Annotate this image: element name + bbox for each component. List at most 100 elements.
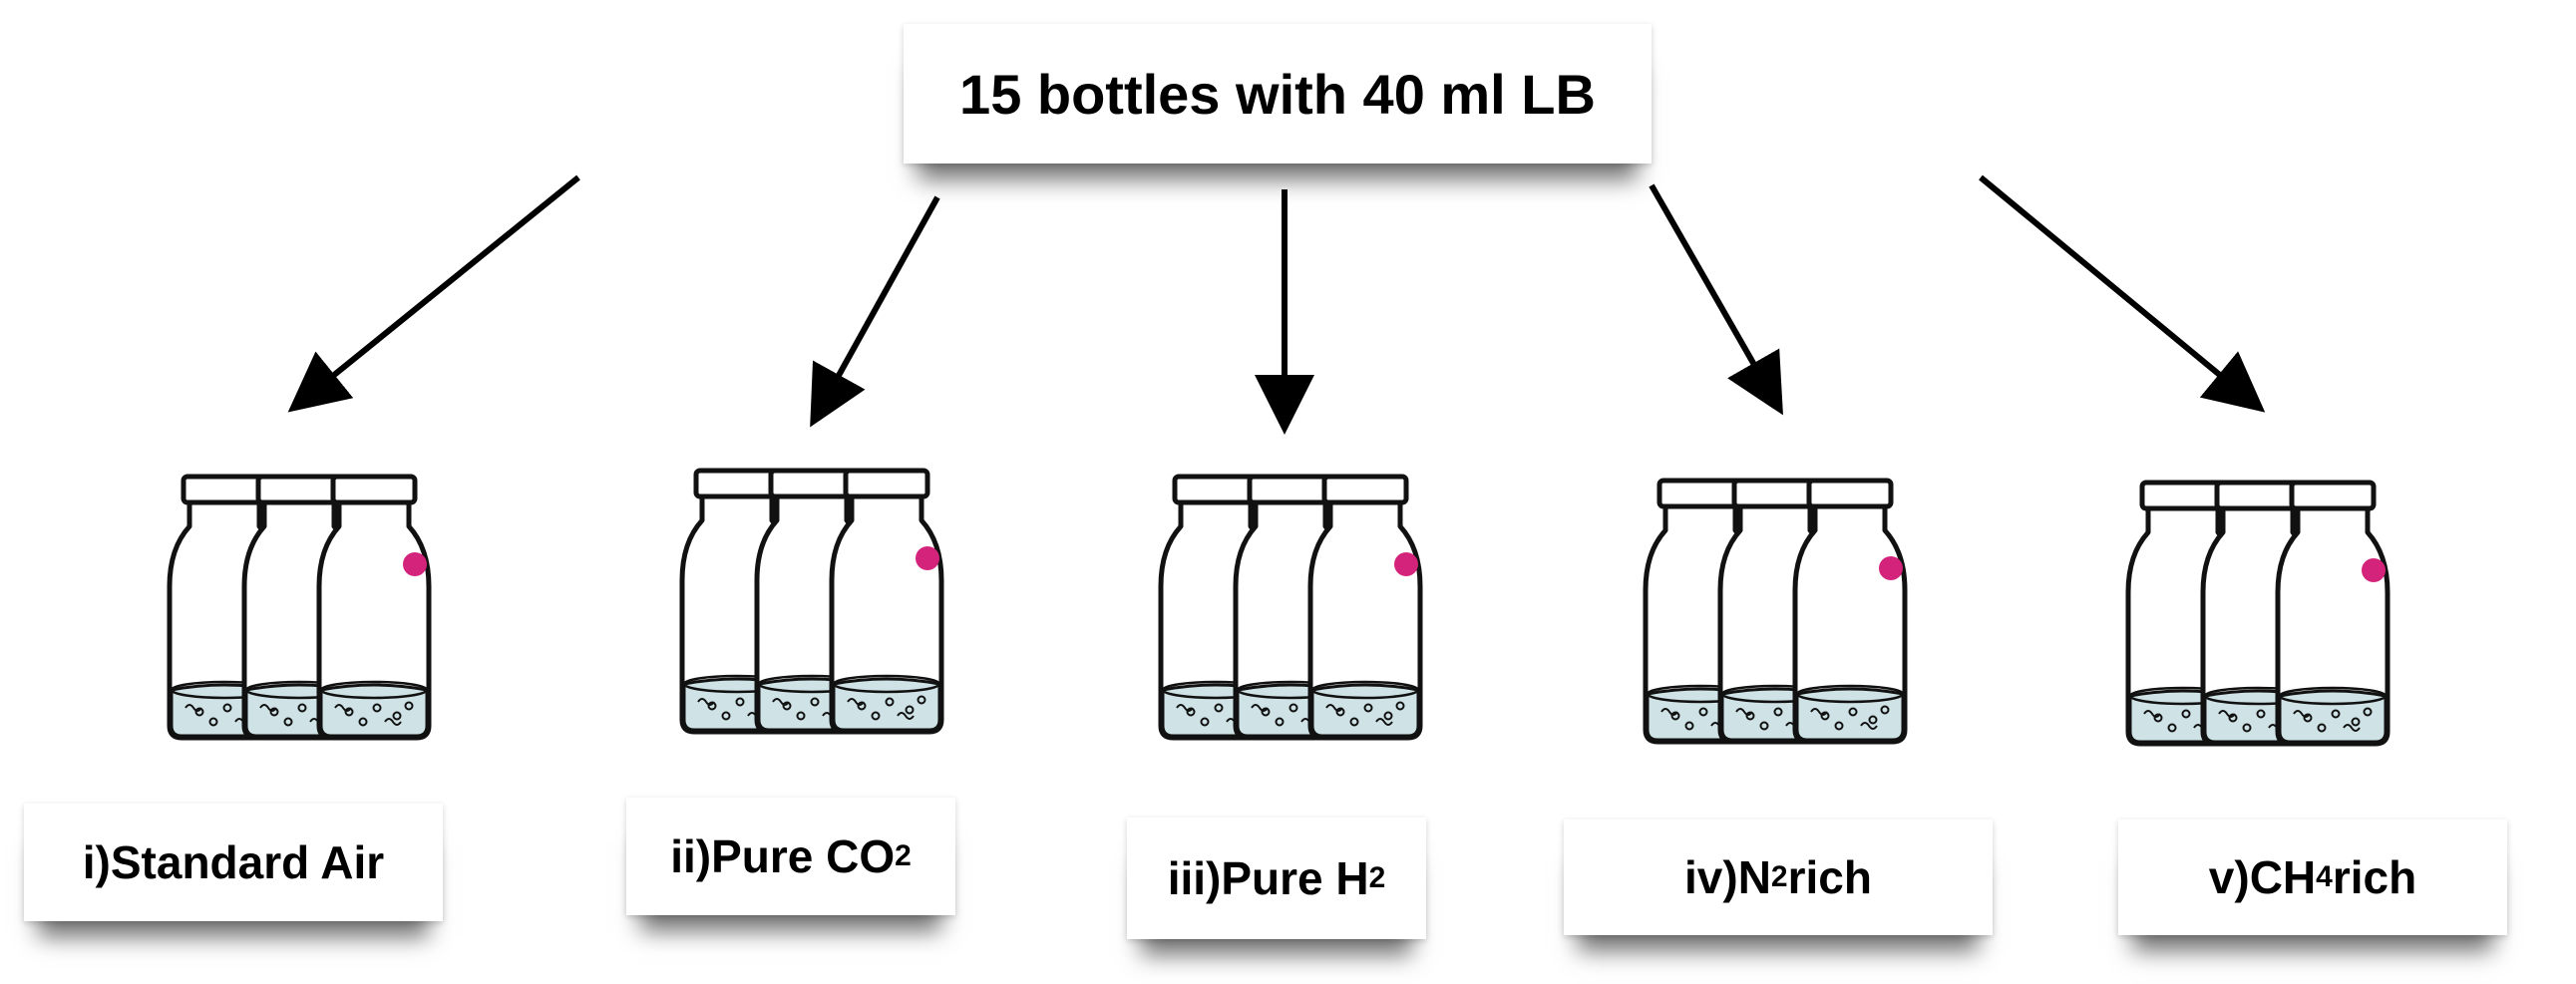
liquid-surface: [319, 680, 429, 700]
bacterium-dot: [721, 711, 731, 721]
bottle-cap: [1247, 474, 1334, 505]
indicator-dot: [1879, 556, 1903, 580]
bottle-cap: [2214, 480, 2302, 511]
bacterium-squiggle: [2343, 724, 2361, 732]
bacterium-dot: [1670, 711, 1680, 721]
liquid-surface: [832, 674, 941, 694]
title-label: 15 bottles with 40 ml LB: [959, 62, 1596, 126]
bacterium-squiggle: [772, 698, 790, 706]
bacterium-squiggle: [1810, 708, 1828, 716]
bottle-body: [829, 493, 944, 735]
bacterium-dot: [1214, 703, 1224, 713]
condition-main: Standard Air: [110, 836, 385, 888]
bacterium-dot: [269, 707, 279, 717]
bacterium-dot: [1288, 703, 1298, 713]
bacterium-dot: [1200, 717, 1210, 727]
bacterium-dot: [1820, 711, 1830, 721]
liquid-surface: [1310, 680, 1420, 700]
arrows: [287, 174, 2266, 435]
bacterium-squiggle: [1860, 722, 1878, 730]
bottle-groups: [167, 468, 2391, 747]
arrow-3: [1649, 183, 1783, 416]
bacterium-dot: [1698, 707, 1708, 717]
bacterium-dot: [905, 705, 915, 715]
bacterium-squiggle: [259, 704, 277, 712]
bacterium-squiggle: [184, 704, 202, 712]
bottle-group-2: [1158, 474, 1423, 741]
condition-subscript: 2: [895, 839, 912, 872]
condition-prefix: i): [82, 836, 111, 888]
bacterium-dot: [1186, 707, 1196, 717]
bacterium-dot: [1349, 717, 1359, 727]
bottle-cap: [1656, 478, 1744, 509]
bottle-cap: [181, 474, 268, 505]
bottle-body: [316, 499, 432, 741]
condition-subscript: 2: [1368, 861, 1386, 894]
bacterium-squiggle: [2218, 710, 2236, 718]
liquid-surface: [1795, 684, 1905, 704]
bacterium-squiggle: [697, 698, 715, 706]
bacterium-dot: [2351, 717, 2361, 727]
bacterium-dot: [1395, 701, 1405, 711]
bacterium-dot: [2303, 713, 2313, 723]
bacterium-dot: [1363, 703, 1373, 713]
bottle: [2275, 480, 2391, 747]
bacterium-dot: [2331, 709, 2341, 719]
bottle-cap: [1806, 478, 1894, 509]
bacterium-dot: [344, 707, 354, 717]
bottle-body: [1792, 503, 1908, 745]
bottle-cap: [255, 474, 343, 505]
bacterium-dot: [871, 711, 881, 721]
condition-subscript: 2: [1770, 860, 1788, 893]
bacterium-dot: [358, 717, 368, 727]
bacterium-squiggle: [2143, 710, 2161, 718]
bottle-cap: [2289, 480, 2377, 511]
bacterium-squiggle: [1176, 704, 1194, 712]
bacterium-dot: [1848, 707, 1858, 717]
bacterium-dot: [222, 703, 232, 713]
bacterium-dot: [2181, 709, 2191, 719]
bacterium-dot: [1834, 721, 1844, 731]
condition-suffix: rich: [2332, 851, 2417, 903]
bacterium-dot: [208, 717, 218, 727]
bottle-cap: [843, 468, 930, 499]
arrow-0: [287, 174, 580, 413]
bacterium-dot: [2363, 707, 2373, 717]
arrow-1: [810, 195, 940, 428]
bacterium-dot: [1383, 711, 1393, 721]
bacterium-dot: [392, 711, 402, 721]
bacterium-squiggle: [2293, 710, 2311, 718]
bacterium-dot: [707, 701, 717, 711]
bacterium-dot: [1773, 707, 1783, 717]
bacterium-dot: [2153, 713, 2163, 723]
bacterium-dot: [1868, 715, 1878, 725]
bacterium-squiggle: [1325, 704, 1343, 712]
bacterium-squiggle: [334, 704, 352, 712]
bacterium-dot: [796, 711, 806, 721]
bacterium-dot: [782, 701, 792, 711]
bacterium-dot: [194, 707, 204, 717]
title-box: 15 bottles with 40 ml LB: [904, 24, 1652, 164]
bacterium-dot: [2317, 723, 2327, 733]
condition-prefix: ii): [670, 830, 712, 882]
bottle: [1792, 478, 1908, 745]
bottle-cap: [1321, 474, 1409, 505]
bacterium-dot: [1261, 707, 1271, 717]
condition-subscript: 4: [2316, 860, 2333, 893]
bacterium-dot: [297, 703, 307, 713]
indicator-dot: [403, 552, 427, 576]
condition-main: CH: [2249, 851, 2317, 903]
bottle-group-0: [167, 474, 432, 741]
bacterium-squiggle: [1660, 708, 1678, 716]
bacterium-squiggle: [1735, 708, 1753, 716]
condition-main: Pure CO: [711, 830, 896, 882]
indicator-dot: [916, 546, 939, 570]
bacterium-dot: [1759, 721, 1769, 731]
bacterium-dot: [1880, 705, 1890, 715]
bottle-group-3: [1643, 478, 1908, 745]
condition-prefix: iii): [1167, 852, 1222, 904]
